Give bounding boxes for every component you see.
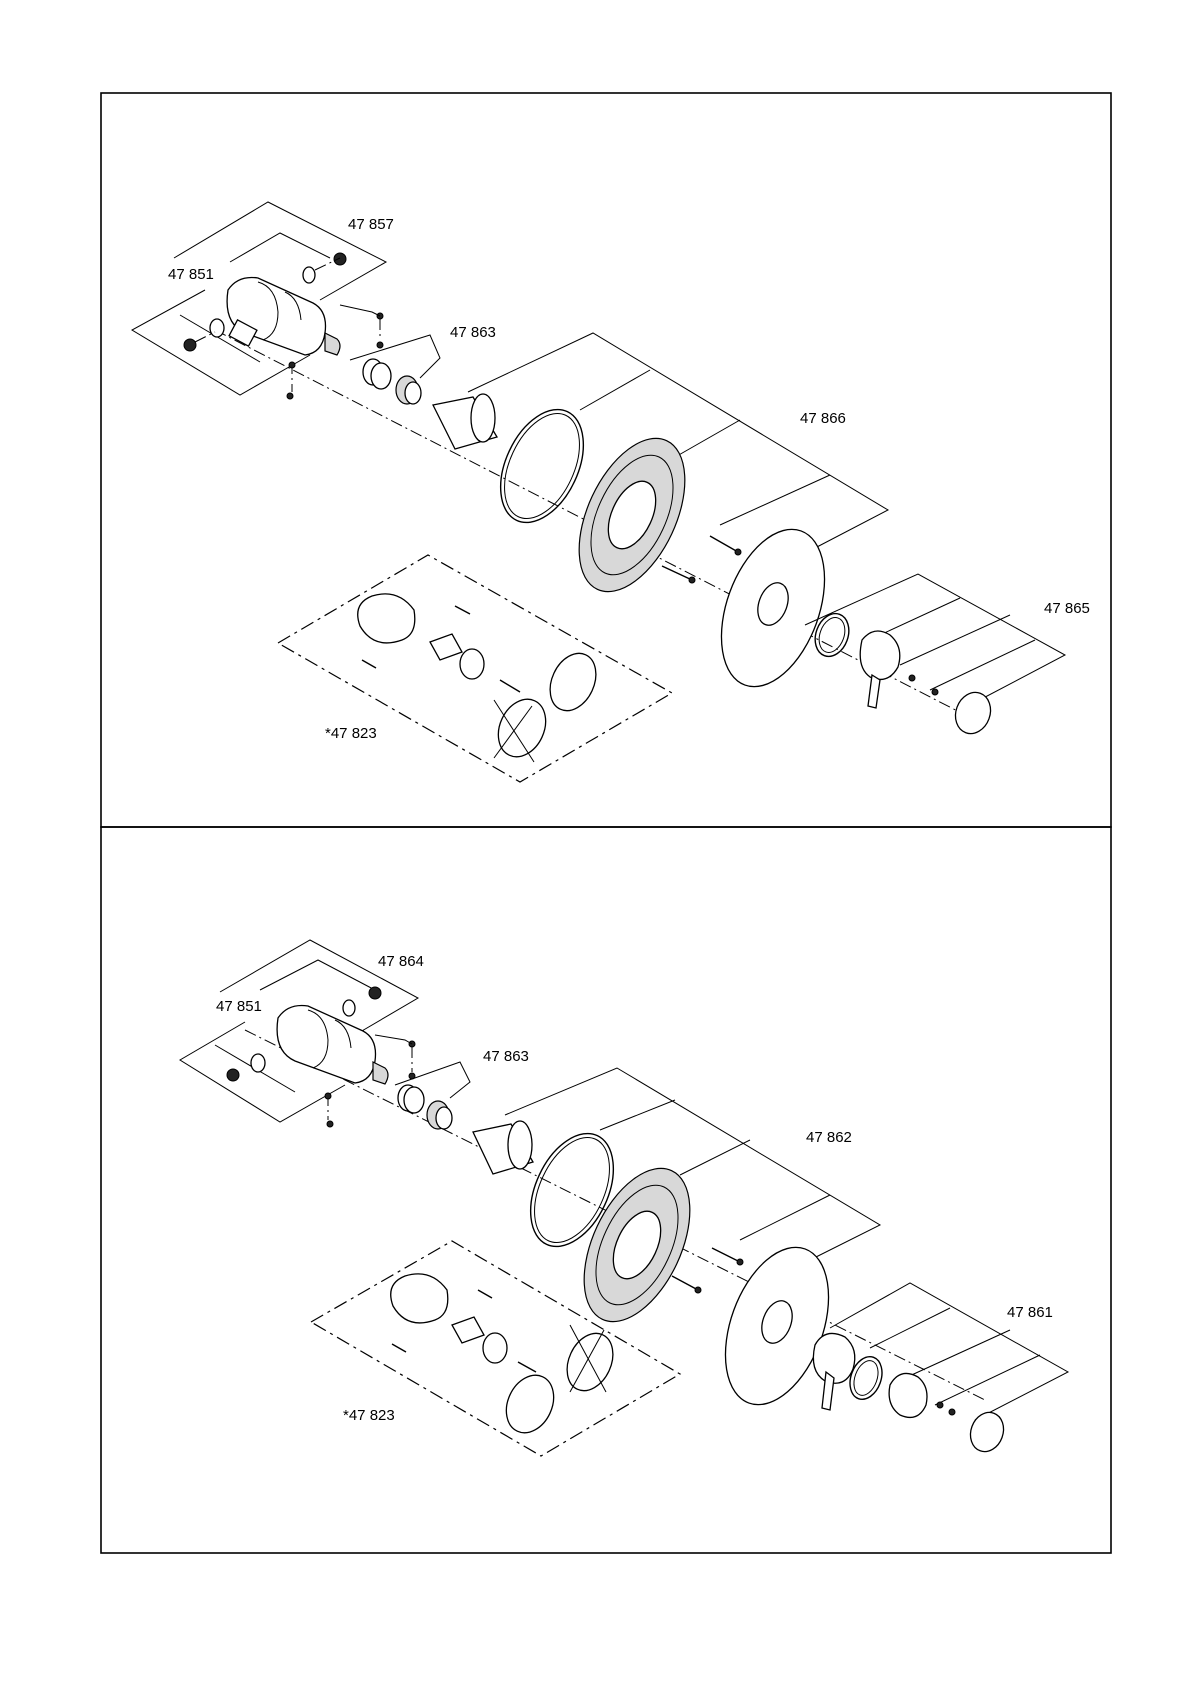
long-screws xyxy=(672,1248,743,1293)
label-body-kit: 47 851 xyxy=(216,998,262,1015)
label-extension-kit: *47 823 xyxy=(343,1407,395,1424)
long-screws xyxy=(662,536,741,583)
panel-2: 47 864 47 851 47 863 47 862 47 861 *47 8… xyxy=(101,827,1111,1553)
label-handle-kit: 47 861 xyxy=(1007,1304,1053,1321)
label-sleeve-kit: 47 866 xyxy=(800,410,846,427)
sleeve xyxy=(473,1121,533,1174)
panel-1: 47 857 47 851 47 863 47 866 47 865 *47 8… xyxy=(101,93,1111,827)
handle-kit-bracket xyxy=(805,574,1065,705)
label-sleeve-kit: 47 862 xyxy=(806,1129,852,1146)
snap-ring xyxy=(484,396,600,535)
label-stop-kit: 47 857 xyxy=(348,216,394,233)
sleeve-kit-bracket xyxy=(505,1068,880,1260)
handle-assembly xyxy=(813,1333,1009,1456)
label-cartridge-kit: 47 863 xyxy=(483,1048,529,1065)
sleeve xyxy=(433,394,497,449)
handle-assembly xyxy=(809,609,996,739)
valve-body xyxy=(277,1006,388,1085)
valve-body xyxy=(227,278,340,356)
cartridge-kit xyxy=(395,1062,470,1129)
mounting-plate xyxy=(562,1152,711,1338)
label-body-kit: 47 851 xyxy=(168,266,214,283)
mounting-plate xyxy=(557,422,706,608)
label-cartridge-kit: 47 863 xyxy=(450,324,496,341)
cartridge-kit xyxy=(350,335,440,404)
label-handle-kit: 47 865 xyxy=(1044,600,1090,617)
label-stop-kit: 47 864 xyxy=(378,953,424,970)
label-extension-kit: *47 823 xyxy=(325,725,377,742)
